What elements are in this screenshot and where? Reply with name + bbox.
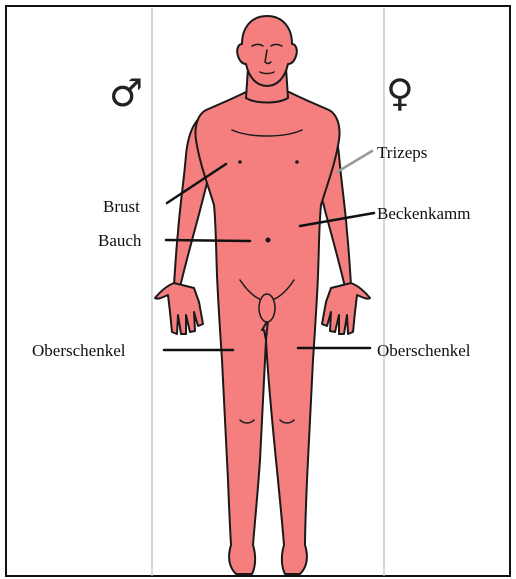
navel-dot	[266, 238, 271, 243]
torso-and-legs	[195, 92, 339, 574]
genitals	[259, 294, 275, 322]
bauch-pointer	[166, 240, 250, 241]
nipple-left-dot	[238, 160, 242, 164]
label-oberschenkel-right: Oberschenkel	[377, 342, 470, 359]
human-body	[155, 16, 370, 574]
label-beckenkamm: Beckenkamm	[377, 205, 470, 222]
label-trizeps: Trizeps	[377, 144, 427, 161]
nipple-right-dot	[295, 160, 299, 164]
female-symbol-icon: ♀	[386, 74, 414, 112]
left-hand	[155, 283, 203, 334]
label-oberschenkel-left: Oberschenkel	[32, 342, 125, 359]
trizeps-pointer	[337, 151, 372, 172]
label-brust: Brust	[103, 198, 140, 215]
male-symbol-icon: ♂	[109, 74, 143, 112]
label-bauch: Bauch	[98, 232, 141, 249]
right-hand	[322, 283, 370, 334]
